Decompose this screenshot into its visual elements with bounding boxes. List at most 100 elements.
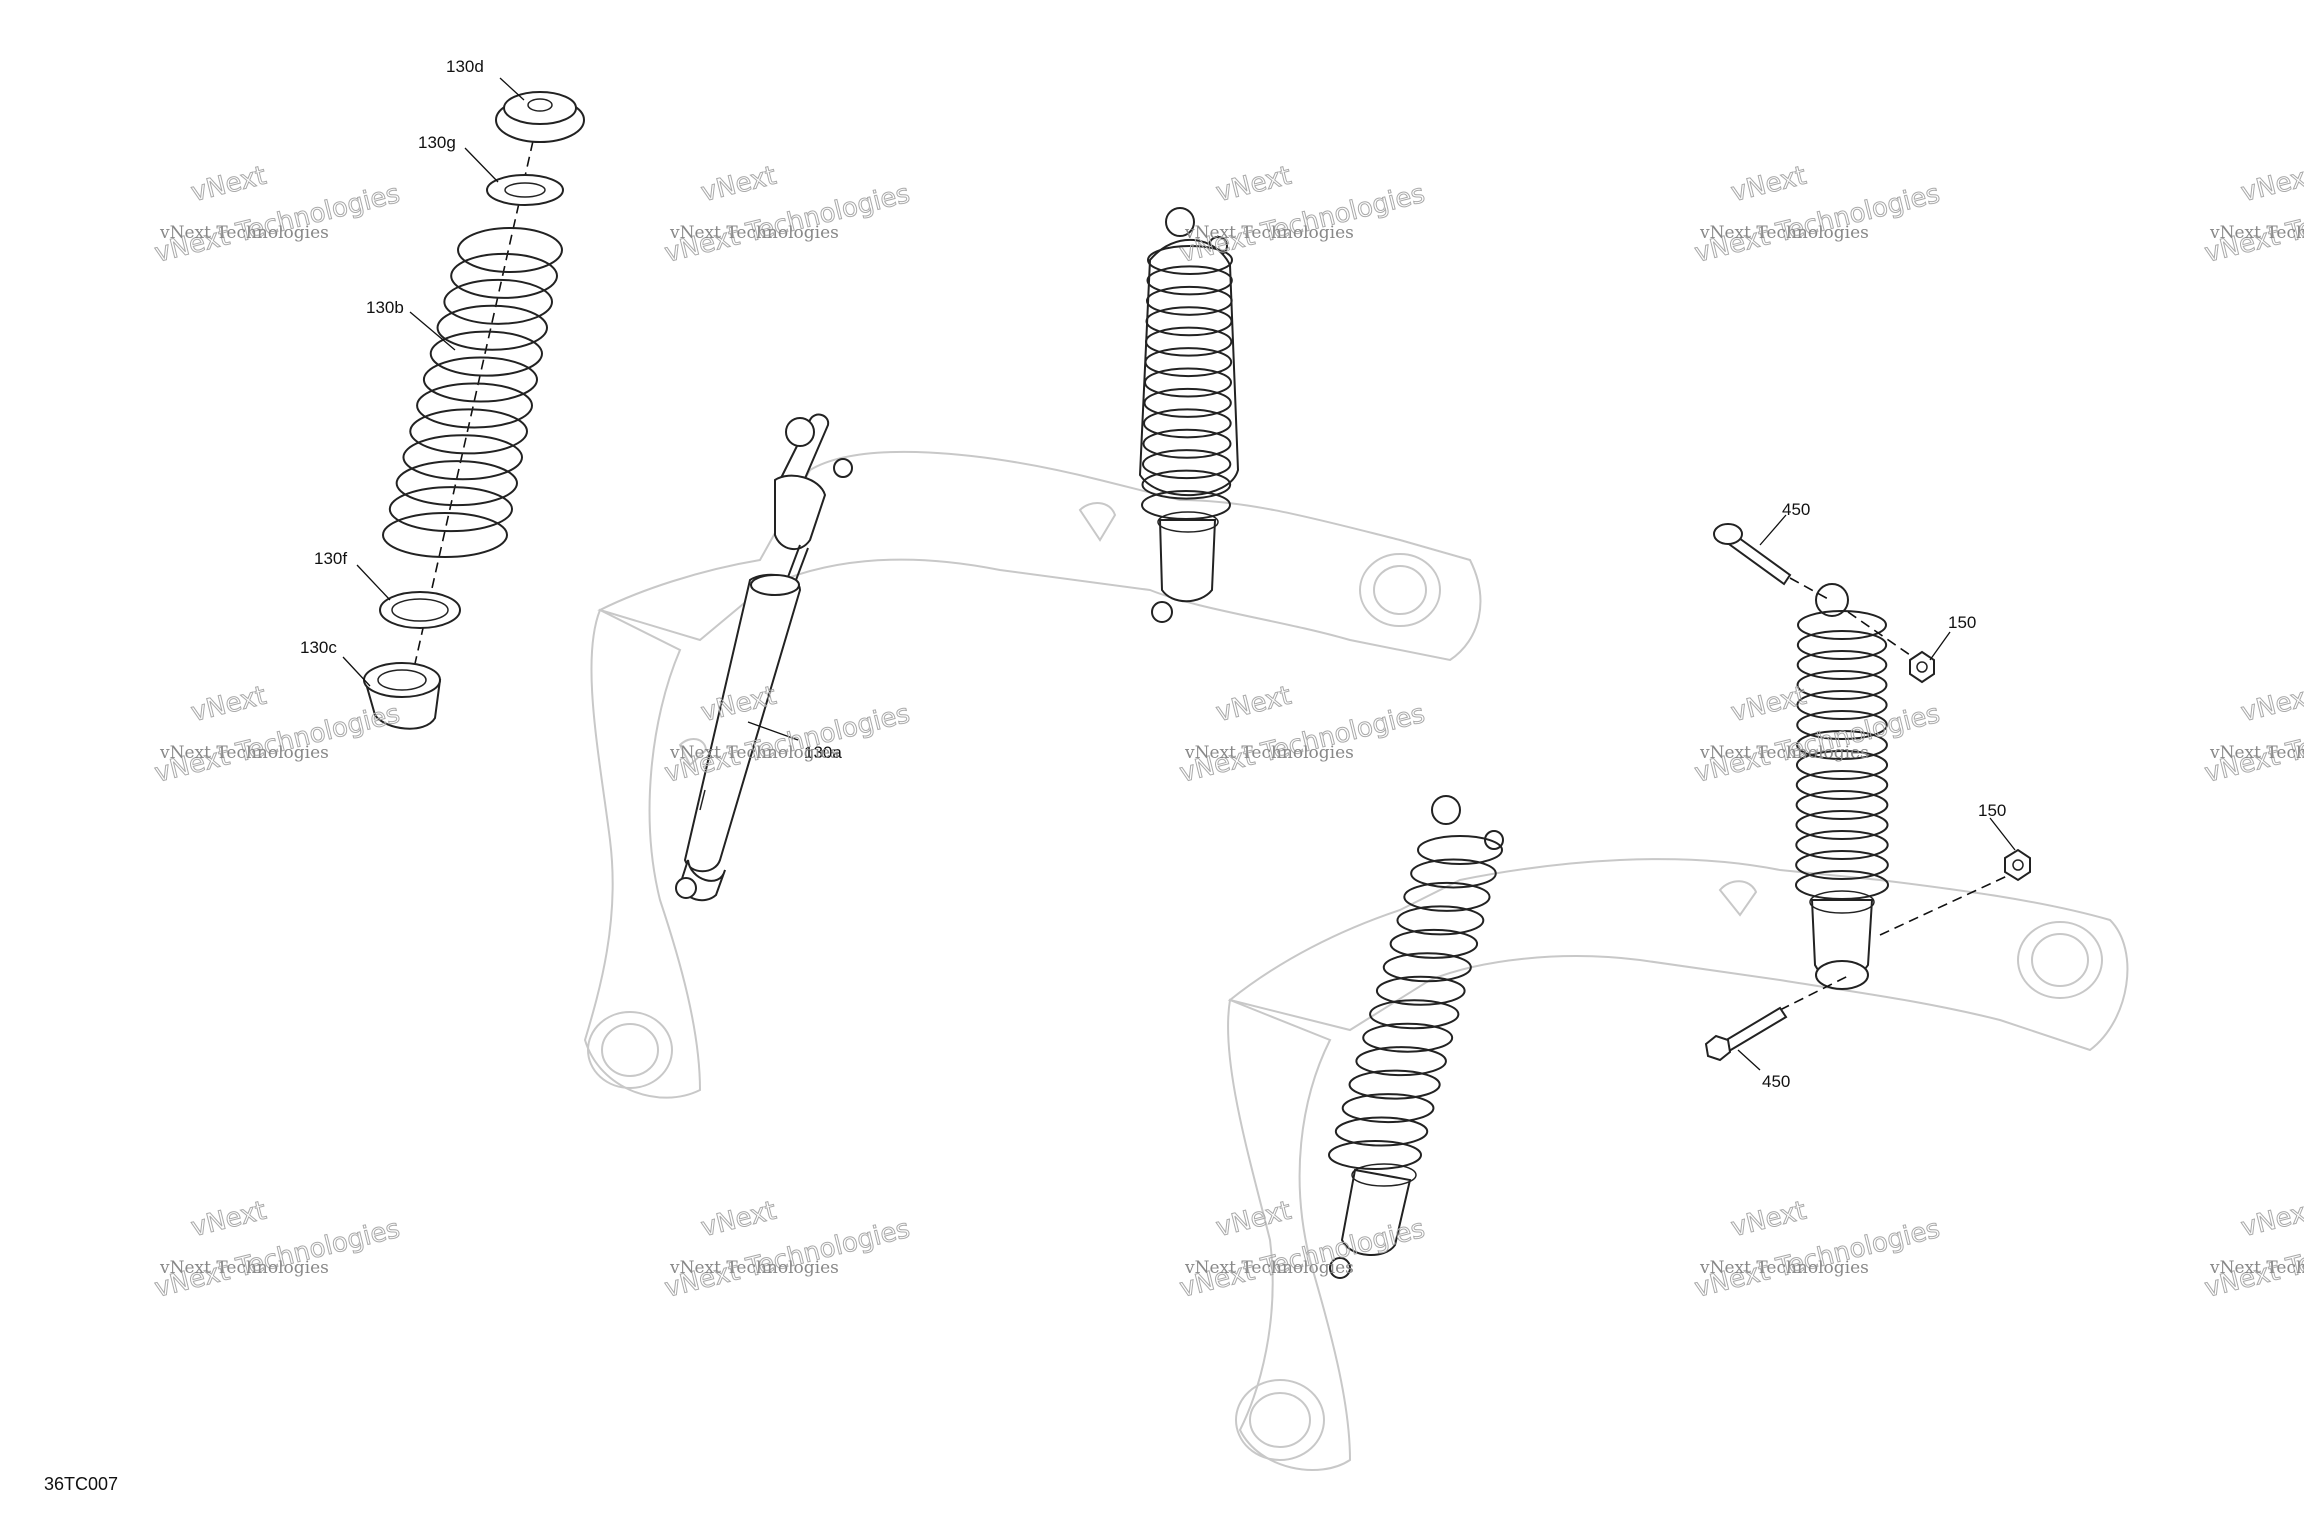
watermark-outline-short: vNext <box>698 161 779 208</box>
spring-coil-turn <box>1396 905 1485 936</box>
spring-coil-turn <box>1796 650 1888 680</box>
spring-coil-turn <box>1142 428 1232 459</box>
spring-coil-turn <box>1142 449 1232 480</box>
spring-coil-turn <box>1334 1116 1429 1147</box>
watermark-text: vNext Technologies <box>2209 223 2304 243</box>
spring-coil-turn <box>1341 1093 1435 1124</box>
watermark-outline-short: vNext <box>698 1196 779 1243</box>
watermark-text: vNext Technologies <box>2209 743 2304 763</box>
spring-coil-turn <box>457 227 563 273</box>
spring-coil-turn <box>1795 850 1889 880</box>
diagram-reference-number: 36TC007 <box>44 1474 119 1494</box>
watermark-outline-short: vNext <box>1213 681 1294 728</box>
callout-130d: 130d <box>446 57 484 76</box>
installed-shock-lower-left <box>1328 795 1504 1279</box>
watermark-text: vNext Technologies <box>669 743 839 763</box>
watermark-outline-short: vNext <box>2238 161 2304 208</box>
installed-shock-lower-spring <box>1328 835 1503 1170</box>
watermark-text: vNext Technologies <box>159 743 329 763</box>
spring-coil-turn <box>450 252 559 299</box>
spring-coil-turn <box>436 304 549 351</box>
spring-coil-turn <box>1141 469 1232 500</box>
callout-130c: 130c <box>300 638 337 657</box>
spring-coil-turn <box>1143 408 1232 439</box>
spring-coil-turn <box>382 512 508 558</box>
watermark-text: vNext Technologies <box>669 223 839 243</box>
spring-coil-turn <box>422 356 539 403</box>
spring-coil-turn <box>1796 690 1888 720</box>
spring-coil-turn <box>1796 710 1888 740</box>
fasteners <box>1704 523 2031 1062</box>
installed-shock-right <box>1795 583 1889 990</box>
spring-coil-turn <box>1147 245 1233 275</box>
spring-coil-turn <box>416 382 533 429</box>
spring-coil-turn <box>402 434 523 481</box>
watermark-text: vNext Technologies <box>1699 743 1869 763</box>
shock-damper-130a <box>675 413 853 902</box>
watermark-outline-short: vNext <box>1213 1196 1294 1243</box>
spring-coil-turn <box>1795 750 1889 780</box>
spring-coil-turn <box>443 278 554 325</box>
spring-coil-turn <box>1369 999 1460 1030</box>
spring-coil-turn <box>1145 306 1233 337</box>
upper-spring-seat-130d <box>495 91 585 143</box>
callout-450-top: 450 <box>1782 500 1810 519</box>
nut-150-mid <box>2004 848 2031 882</box>
spring-coil-turn <box>1797 610 1887 640</box>
watermark-text: vNext Technologies <box>159 223 329 243</box>
callout-150-mid: 150 <box>1978 801 2006 820</box>
watermark-text: vNext Technologies <box>669 1258 839 1278</box>
callout-450-bottom: 450 <box>1762 1072 1790 1091</box>
spring-coil-turn <box>1355 1046 1447 1077</box>
spring-coil-turn <box>409 408 528 455</box>
spring-coil-turn <box>1362 1022 1454 1053</box>
watermark-outline-short: vNext <box>1728 1196 1809 1243</box>
spring-coil-turn <box>1143 387 1232 418</box>
spring-coil-turn <box>1328 1140 1422 1170</box>
watermark-text: vNext Technologies <box>159 1258 329 1278</box>
bolt-450-top <box>1713 523 1792 586</box>
callout-130f: 130f <box>314 549 347 568</box>
suspension-arm-ghost-lower <box>1227 858 2129 1471</box>
callout-130a: 130a <box>804 743 842 762</box>
spring-coil-turn <box>1403 881 1491 912</box>
spring-coil-turn <box>1145 326 1233 357</box>
coil-spring-130b <box>382 227 563 558</box>
spring-coil-turn <box>1796 630 1888 660</box>
watermark-outline-short: vNext <box>2238 681 2304 728</box>
spring-coil-turn <box>1146 265 1233 296</box>
spring-coil-turn <box>1796 670 1888 700</box>
watermark-outline-short: vNext <box>2238 1196 2304 1243</box>
watermark-text: vNext Technologies <box>1699 223 1869 243</box>
spring-coil-turn <box>1795 830 1889 860</box>
spring-coil-turn <box>1417 835 1503 865</box>
callout-labels: 130d 130g 130b 130f 130c 130a 450 150 15… <box>300 57 2006 1091</box>
spring-coil-turn <box>1389 928 1479 959</box>
exploded-spring-assembly <box>363 91 585 731</box>
watermark-text: vNext Technologies <box>1184 743 1354 763</box>
bolt-450-bottom <box>1704 1006 1788 1062</box>
spring-coil-turn <box>1795 790 1889 820</box>
spring-coil-turn <box>395 460 518 507</box>
nut-150-top <box>1909 650 1935 684</box>
watermark-text: vNext Technologies <box>1184 223 1354 243</box>
watermark-outline-short: vNext <box>188 161 269 208</box>
spring-retainer-ring-130f <box>379 591 461 629</box>
spring-coil-turn <box>1795 770 1889 800</box>
spring-coil-turn <box>388 486 513 533</box>
spring-coil-turn <box>1144 367 1232 398</box>
spring-coil-turn <box>1410 858 1497 889</box>
spring-coil-turn <box>1795 810 1889 840</box>
watermark-outline-short: vNext <box>188 1196 269 1243</box>
